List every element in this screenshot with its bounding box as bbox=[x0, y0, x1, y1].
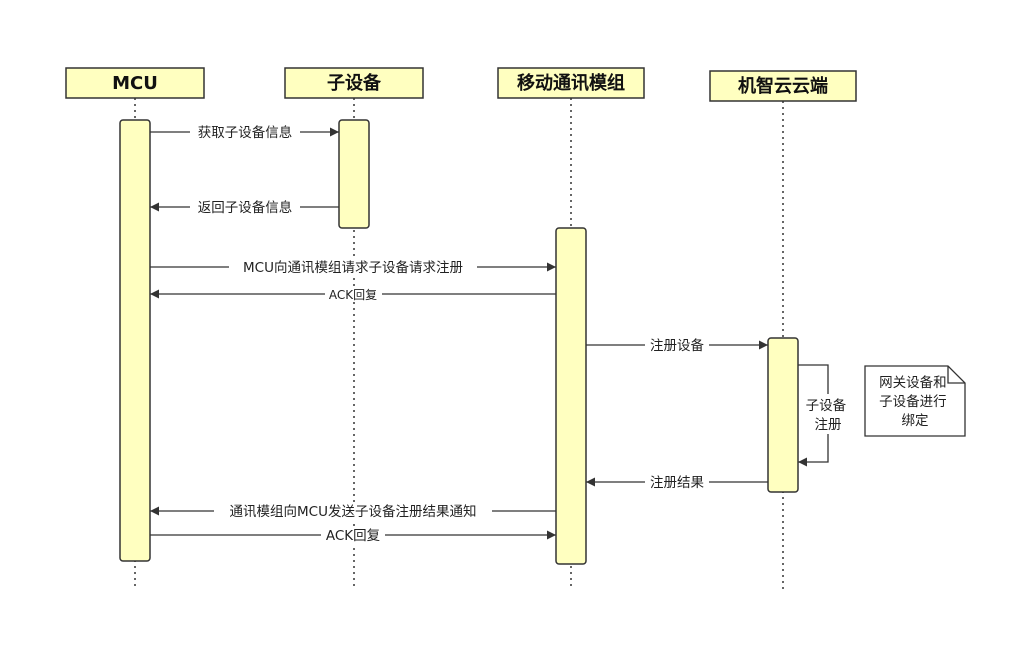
participant-sub: 子设备 bbox=[284, 67, 424, 99]
message-ack-1: ACK回复 bbox=[150, 287, 556, 302]
message-label-ack-1: ACK回复 bbox=[329, 288, 377, 302]
message-register-result: 注册结果 bbox=[586, 473, 768, 491]
participant-label-cloud: 机智云云端 bbox=[738, 75, 828, 97]
message-label-register-result: 注册结果 bbox=[650, 475, 704, 491]
message-register-device: 注册设备 bbox=[586, 336, 768, 354]
participant-module: 移动通讯模组 bbox=[497, 67, 645, 99]
activation-cloud bbox=[767, 337, 799, 493]
note-text: 网关设备和 子设备进行 绑定 bbox=[879, 374, 951, 429]
message-get-sub-info: 获取子设备信息 bbox=[150, 123, 339, 141]
participant-mcu: MCU bbox=[65, 67, 205, 99]
message-label-result-notify: 通讯模组向MCU发送子设备注册结果通知 bbox=[230, 503, 477, 520]
message-self-register: 子设备 注册 bbox=[798, 364, 852, 467]
message-label-register-device: 注册设备 bbox=[650, 337, 704, 354]
activation-module bbox=[555, 227, 587, 565]
message-label-get-sub-info: 获取子设备信息 bbox=[198, 124, 293, 141]
activation-sub bbox=[338, 119, 370, 229]
message-label-return-sub-info: 返回子设备信息 bbox=[198, 199, 293, 216]
message-ack-2: ACK回复 bbox=[150, 526, 556, 544]
message-register-request: MCU向通讯模组请求子设备请求注册 bbox=[150, 258, 556, 276]
message-label-ack-2: ACK回复 bbox=[326, 527, 380, 544]
participant-label-mcu: MCU bbox=[112, 73, 158, 94]
message-result-notify: 通讯模组向MCU发送子设备注册结果通知 bbox=[150, 502, 556, 520]
participant-label-sub: 子设备 bbox=[327, 72, 382, 94]
participant-label-module: 移动通讯模组 bbox=[517, 72, 625, 94]
participant-cloud: 机智云云端 bbox=[709, 70, 857, 102]
note-binding: 网关设备和 子设备进行 绑定 bbox=[864, 365, 966, 437]
message-return-sub-info: 返回子设备信息 bbox=[150, 198, 339, 216]
message-label-register-request: MCU向通讯模组请求子设备请求注册 bbox=[243, 259, 463, 276]
message-label-self-register: 子设备 注册 bbox=[806, 397, 851, 433]
activation-mcu bbox=[119, 119, 151, 562]
